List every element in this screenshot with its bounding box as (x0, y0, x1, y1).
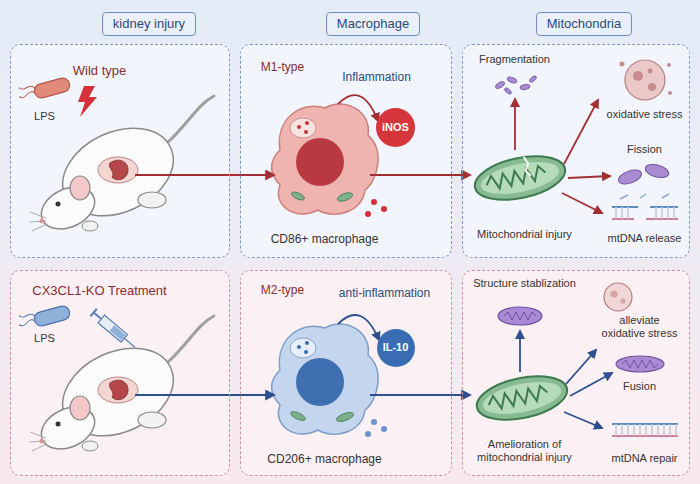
dashed-panel: M1-typeInflammationCD86+ macrophage iNOS (240, 44, 452, 258)
dashed-panel: M2-type anti-inflammationCD206+ macrophag… (240, 270, 452, 476)
effect-label: Fusion (610, 380, 670, 393)
function-label: Inflammation (329, 70, 425, 84)
cytokine-label: iNOS (382, 121, 409, 134)
group-title: CX3CL1-KO Treatment (15, 283, 185, 299)
effect-label: Structure stablization (462, 277, 588, 290)
dashed-panel: Structure stablization alleviate oxidativ… (462, 270, 690, 476)
header-label: Mitochondria (547, 16, 621, 32)
column-header: Mitochondria (536, 12, 632, 36)
dashed-panel: Fragmentation oxidative stressFissionMito… (462, 44, 690, 258)
phenotype-title: M1-type (248, 60, 318, 74)
cytokine-circle: iNOS (376, 108, 415, 147)
dashed-panel: CX3CL1-KO TreatmentLPS (10, 270, 230, 476)
arrow-connector (135, 174, 274, 176)
header-label: Macrophage (337, 16, 409, 32)
effect-label: Fission (615, 143, 675, 156)
cell-label: CD86+ macrophage (250, 232, 400, 246)
effect-label: mtDNA release (602, 232, 688, 245)
organelle-label: Amelioration of mitochondrial injury (465, 438, 585, 464)
phenotype-title: M2-type (248, 283, 318, 297)
stimulus-label: LPS (25, 332, 65, 345)
arrow-connector (135, 394, 274, 396)
cytokine-label: IL-10 (383, 341, 409, 354)
dashed-panel: Wild typeLPS (10, 44, 230, 258)
cell-label: CD206+ macrophage (250, 452, 400, 466)
cytokine-circle: IL-10 (377, 329, 415, 367)
stimulus-label: LPS (25, 110, 65, 123)
column-header: Macrophage (326, 12, 420, 36)
column-header: kidney injury (102, 12, 196, 36)
function-label: anti-inflammation (330, 286, 440, 300)
effect-label: Fragmentation (460, 53, 570, 66)
effect-label: alleviate oxidative stress (600, 314, 680, 340)
arrow-connector (370, 394, 470, 396)
effect-label: oxidative stress (602, 108, 688, 121)
organelle-label: Mitochondrial injury (462, 228, 588, 241)
header-label: kidney injury (113, 16, 185, 32)
group-title: Wild type (40, 63, 160, 79)
effect-label: mtDNA repair (600, 452, 690, 465)
arrow-connector (370, 174, 470, 176)
